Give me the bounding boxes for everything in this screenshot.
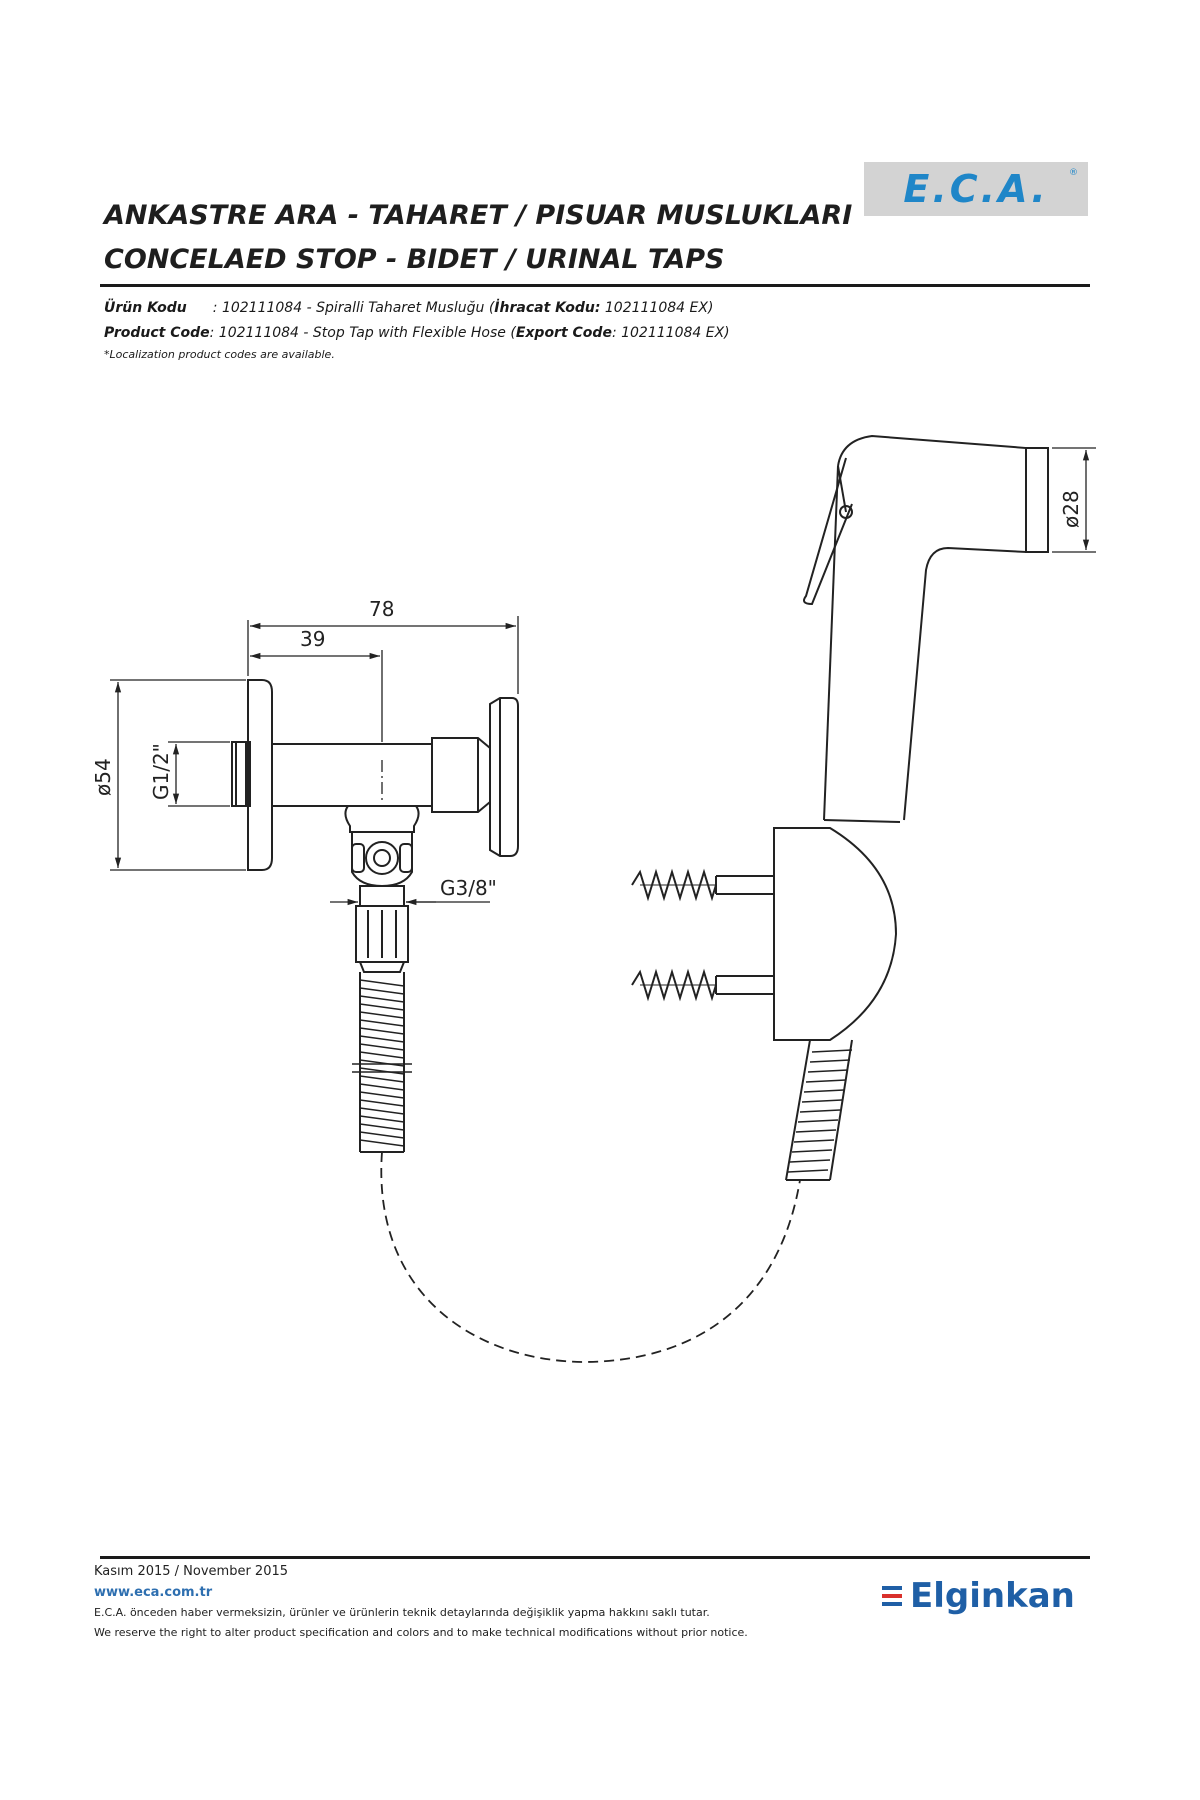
export-code-en-value: : 102111084 EX): [611, 325, 730, 341]
product-code-en-value: : 102111084 - Stop Tap with Flexible Hos…: [209, 325, 516, 341]
elginkan-logo: Elginkan: [882, 1576, 1075, 1616]
eca-logo-text: E.C.A.: [903, 167, 1049, 211]
footer-divider: [100, 1556, 1090, 1559]
right-hose: [785, 1039, 853, 1181]
dimension-label-inlet-thread: G1/2": [149, 743, 173, 800]
hose-loop: [380, 1151, 801, 1363]
product-code-tr-value: : 102111084 - Spiralli Taharet Musluğu (: [212, 300, 495, 316]
footer-disclaimer-en: We reserve the right to alter product sp…: [94, 1626, 748, 1639]
elginkan-logo-icon: [882, 1586, 902, 1606]
hand-spray-drawing: [631, 434, 1049, 1181]
export-code-tr-value: 102111084 EX): [600, 300, 714, 316]
dimension-label-outlet-thread: G3/8": [440, 876, 497, 900]
title-turkish: ANKASTRE ARA - TAHARET / PISUAR MUSLUKLA…: [104, 200, 853, 231]
product-code-tr-label: Ürün Kodu: [104, 300, 187, 316]
dimension-lines: [110, 447, 1096, 906]
footer-date: Kasım 2015 / November 2015: [94, 1564, 289, 1579]
export-code-en-label: Export Code: [515, 325, 612, 341]
registered-mark: ®: [1069, 168, 1078, 178]
localization-note: *Localization product codes are availabl…: [104, 348, 335, 361]
footer-website-link[interactable]: www.eca.com.tr: [94, 1585, 213, 1600]
elginkan-logo-text: Elginkan: [910, 1576, 1075, 1616]
eca-logo: E.C.A. ®: [864, 162, 1088, 216]
wall-anchor-bottom: [631, 968, 774, 1002]
wall-anchor-top: [631, 868, 774, 902]
product-code-en-label: Product Code: [104, 325, 210, 341]
export-code-tr-label: İhracat Kodu:: [494, 300, 601, 316]
left-hose: [352, 972, 412, 1153]
title-english: CONCELAED STOP - BIDET / URINAL TAPS: [104, 244, 725, 275]
product-code-tr: Ürün Kodu : 102111084 - Spiralli Taharet …: [104, 300, 713, 316]
dimension-label-39: 39: [300, 627, 325, 651]
header-divider: [100, 284, 1090, 287]
dimension-label-78: 78: [369, 597, 394, 621]
footer-disclaimer-tr: E.C.A. önceden haber vermeksizin, ürünle…: [94, 1606, 710, 1619]
stop-tap-drawing: [231, 679, 519, 1153]
dimension-label-spray-diameter: ø28: [1059, 490, 1083, 528]
dimension-label-flange-diameter: ø54: [91, 758, 115, 796]
product-code-en: Product Code: 102111084 - Stop Tap with …: [104, 325, 730, 341]
